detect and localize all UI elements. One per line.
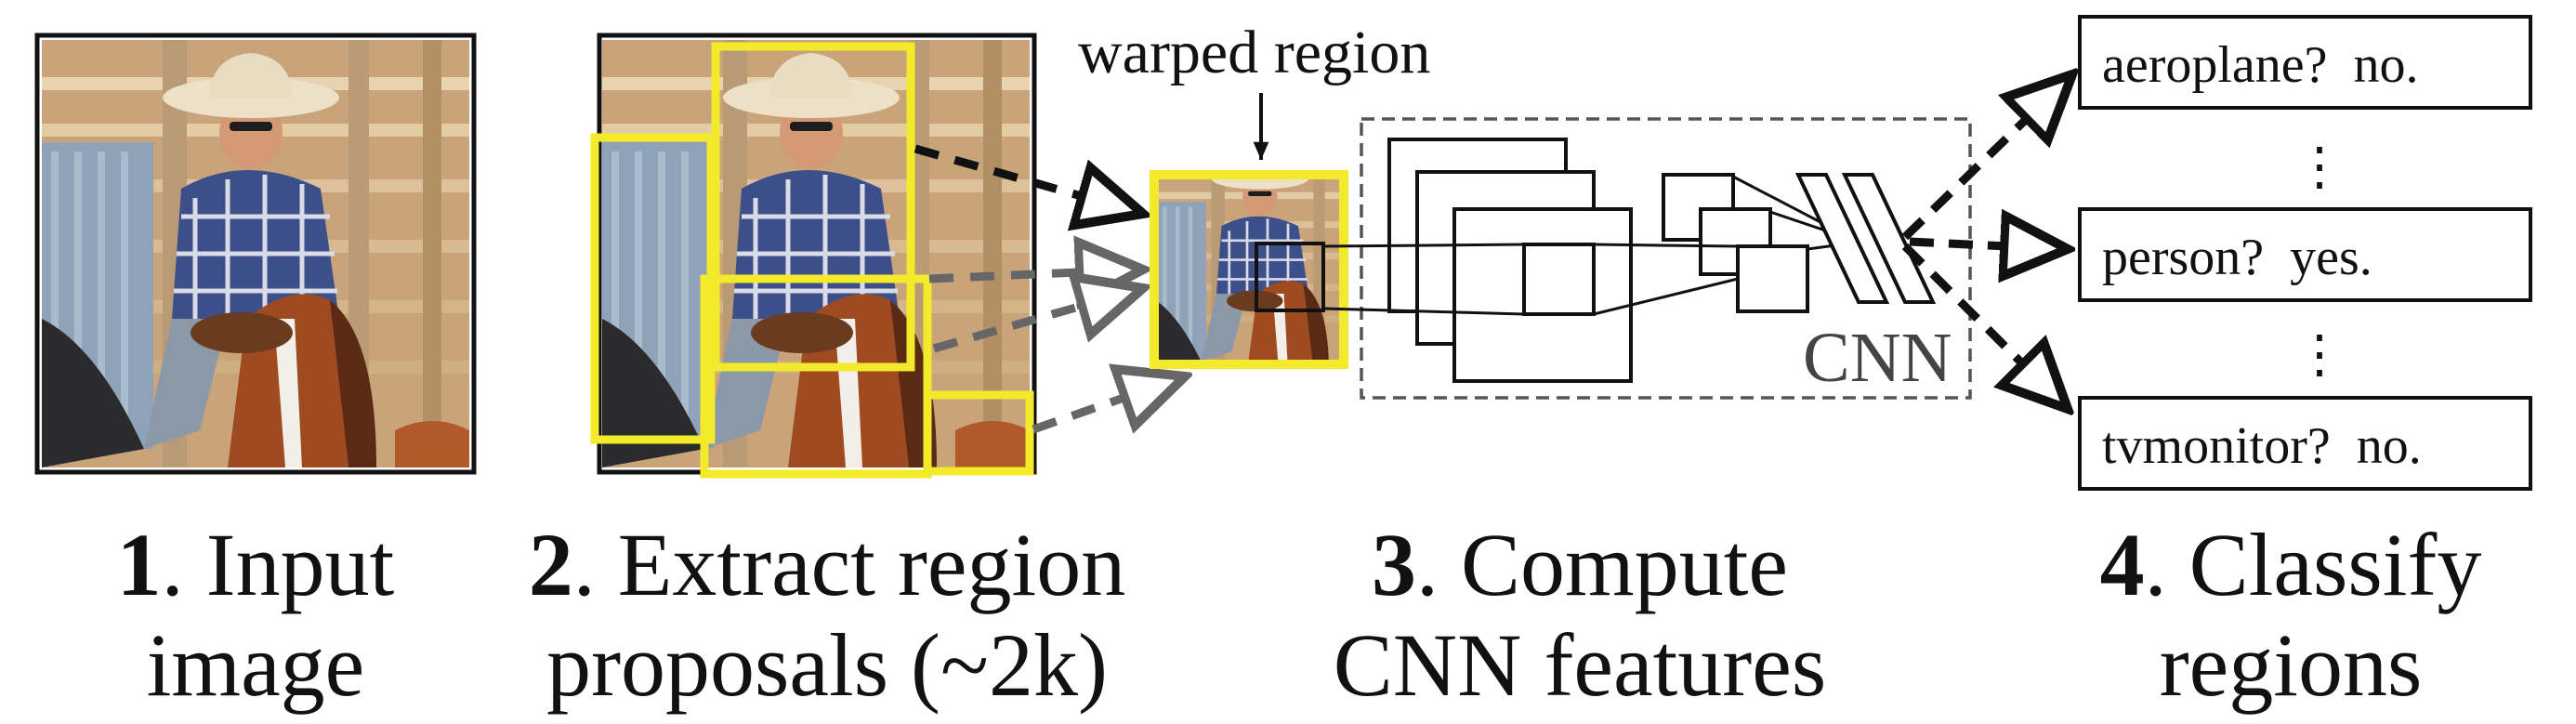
arrow-mid-to-warped	[928, 270, 1143, 279]
proposal-arrows	[913, 144, 1185, 429]
step-subtitle-1: image	[147, 615, 365, 715]
classifier-arrows	[1901, 74, 2072, 409]
step-number-4: 4	[2100, 515, 2145, 614]
step-title-2: . Extract region	[573, 515, 1125, 614]
classifier-output-aeroplane: aeroplane? no.	[2078, 15, 2532, 110]
class-name-person: person?	[2102, 229, 2264, 286]
step-caption-2: 2. Extract region proposals (~2k)	[529, 515, 1125, 715]
arrow-small-to-warped	[1032, 376, 1185, 429]
cnn-dashed-box	[1360, 117, 1972, 400]
proposal-box-person	[711, 42, 915, 372]
cnn-label: CNN	[1803, 319, 1952, 397]
step-number-2: 2	[529, 515, 573, 614]
conv-kernel	[1522, 243, 1596, 316]
input-image	[34, 33, 477, 475]
step-number-1: 1	[117, 515, 162, 614]
ellipsis-lower: ⋮	[2293, 326, 2346, 384]
fc-layer-2	[1841, 173, 1937, 304]
step-number-3: 3	[1372, 515, 1416, 614]
svg-text:2. Extract region: 2. Extract region	[529, 515, 1125, 614]
step-title-4: . Classify	[2145, 515, 2482, 614]
step-subtitle-3: CNN features	[1334, 615, 1826, 715]
step-subtitle-2: proposals (~2k)	[546, 615, 1108, 715]
step-caption-4: 4. Classify regions	[2100, 515, 2482, 715]
step-subtitle-4: regions	[2160, 615, 2423, 715]
ellipsis-upper: ⋮	[2293, 138, 2346, 196]
step-caption-1: 1. Input image	[117, 515, 395, 715]
warped-region-label: warped region	[1078, 19, 1430, 86]
proposal-box-small	[923, 390, 1034, 476]
proposal-box-horse	[700, 274, 932, 479]
arrow-to-person	[1909, 242, 2068, 249]
arrow-horse-to-warped	[932, 288, 1143, 353]
class-name-aeroplane: aeroplane?	[2102, 36, 2327, 94]
feature-map-6	[1736, 244, 1809, 313]
step-title-1: . Input	[162, 515, 395, 614]
step-caption-3: 3. Compute CNN features	[1334, 515, 1826, 715]
svg-text:tvmonitor? no.: tvmonitor? no.	[2102, 417, 2422, 475]
cnn-block: CNN	[1322, 117, 1972, 400]
class-verdict-person: yes.	[2290, 229, 2372, 286]
arrow-to-aeroplane	[1901, 74, 2072, 241]
classifier-output-person: person? yes.	[2078, 207, 2532, 302]
region-proposals-image	[590, 33, 1037, 479]
svg-text:person? yes.: person? yes.	[2102, 229, 2372, 286]
class-name-tvmonitor: tvmonitor?	[2102, 417, 2331, 475]
fc-layer-1	[1794, 173, 1890, 304]
proposal-box-gate	[590, 133, 716, 444]
class-verdict-tvmonitor: no.	[2357, 417, 2422, 475]
warped-region-image	[1150, 170, 1348, 369]
class-verdict-aeroplane: no.	[2353, 36, 2418, 94]
svg-text:aeroplane? no.: aeroplane? no.	[2102, 36, 2418, 94]
svg-text:4. Classify: 4. Classify	[2100, 515, 2482, 614]
svg-text:3. Compute: 3. Compute	[1372, 515, 1788, 614]
classifier-output-tvmonitor: tvmonitor? no.	[2078, 396, 2532, 491]
svg-text:1. Input: 1. Input	[117, 515, 395, 614]
step-title-3: . Compute	[1416, 515, 1788, 614]
